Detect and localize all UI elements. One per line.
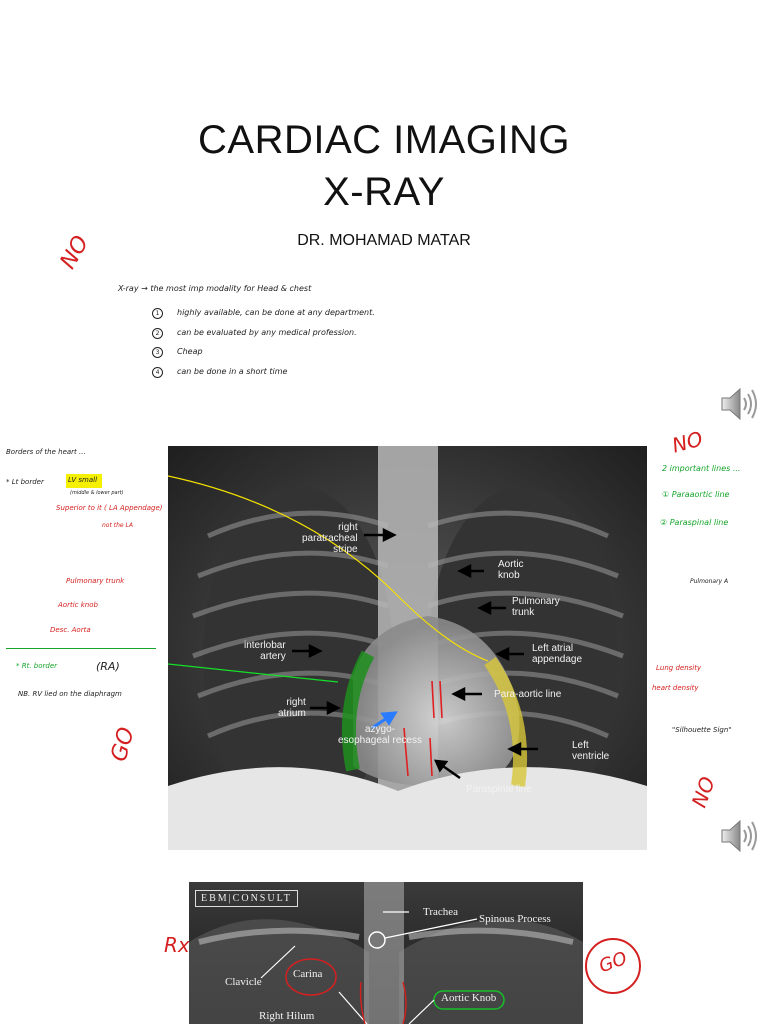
left-nb: NB. RV lied on the diaphragm — [18, 690, 122, 698]
margin-mark-no-3: NO — [686, 773, 720, 811]
left-middle-lower: (middle & lower part) — [70, 490, 124, 496]
title-line-1: CARDIAC IMAGING — [198, 118, 570, 162]
label-clavicle: Clavicle — [225, 976, 262, 988]
right-lung-density: Lung density — [656, 664, 702, 672]
left-lv-small: LV small — [68, 476, 98, 484]
left-lt-border: * Lt border — [6, 478, 44, 486]
label-left-ventricle: Left ventricle — [572, 740, 610, 762]
notes-intro: X-ray → the most imp modality for Head &… — [118, 284, 312, 293]
label-left-atrial: Left atrial appendage — [532, 643, 583, 665]
label-interlobar: interlobar artery — [244, 640, 286, 662]
chest-xray-image: right paratracheal stripe Aortic knob Pu… — [168, 446, 647, 850]
margin-mark-no-2: NO — [669, 426, 706, 458]
speaker-icon-2[interactable] — [718, 816, 758, 856]
label-right-paratracheal: right paratracheal stripe — [302, 522, 358, 555]
title-line-2: X-RAY — [323, 170, 445, 214]
xray2-drawing — [189, 882, 583, 1024]
left-ra: (RA) — [96, 660, 120, 673]
margin-mark-rx: Rx — [164, 933, 190, 957]
left-rt-border: * Rt. border — [16, 662, 58, 670]
left-pulmonary-trunk: Pulmonary trunk — [66, 577, 125, 585]
label-azygo: azygo- esophageal recess — [338, 724, 422, 746]
label-para-aortic: Para-aortic line — [494, 689, 562, 700]
speaker-icon[interactable] — [718, 384, 758, 424]
ebm-consult-logo: EBM|CONSULT — [195, 890, 298, 907]
margin-circle: GO — [585, 938, 641, 994]
right-silhouette: "Silhouette Sign" — [672, 726, 732, 734]
margin-mark-go-1: GO — [106, 724, 140, 765]
label-spinous-process: Spinous Process — [479, 913, 551, 925]
label-trachea: Trachea — [423, 906, 459, 918]
left-aortic-knob: Aortic knob — [58, 601, 98, 609]
right-line-1: ① Paraaortic line — [662, 490, 730, 499]
right-heading: 2 important lines ... — [662, 464, 741, 473]
right-heart-density: heart density — [652, 684, 699, 692]
margin-mark-go-2: GO — [596, 947, 630, 978]
ebm-xray-image: EBM|CONSULT Trachea Spinous Process Clav… — [189, 882, 583, 1024]
right-pulmonary-ref: Pulmonary A — [690, 578, 729, 585]
label-carina: Carina — [293, 968, 323, 980]
label-right-hilum: Right Hilum — [259, 1010, 315, 1022]
right-line-2: ② Paraspinal line — [660, 518, 729, 527]
divider-line — [6, 648, 156, 649]
left-desc-aorta: Desc. Aorta — [50, 626, 91, 634]
left-heading: Borders of the heart ... — [6, 448, 86, 456]
label-pulmonary-trunk: Pulmonary trunk — [512, 596, 560, 618]
author: DR. MOHAMAD MATAR — [297, 232, 471, 249]
left-superior: Superior to it ( LA Appendage) — [56, 504, 163, 512]
left-not-la: not the LA — [102, 522, 133, 529]
highlight-box — [66, 474, 102, 488]
label-aortic-knob: Aortic knob — [498, 559, 524, 581]
label-paraspinal: Paraspinal line — [466, 784, 532, 795]
label-right-atrium: right atrium — [278, 697, 306, 719]
xray-drawing — [168, 446, 647, 850]
label-aortic-knob-2: Aortic Knob — [441, 992, 497, 1004]
